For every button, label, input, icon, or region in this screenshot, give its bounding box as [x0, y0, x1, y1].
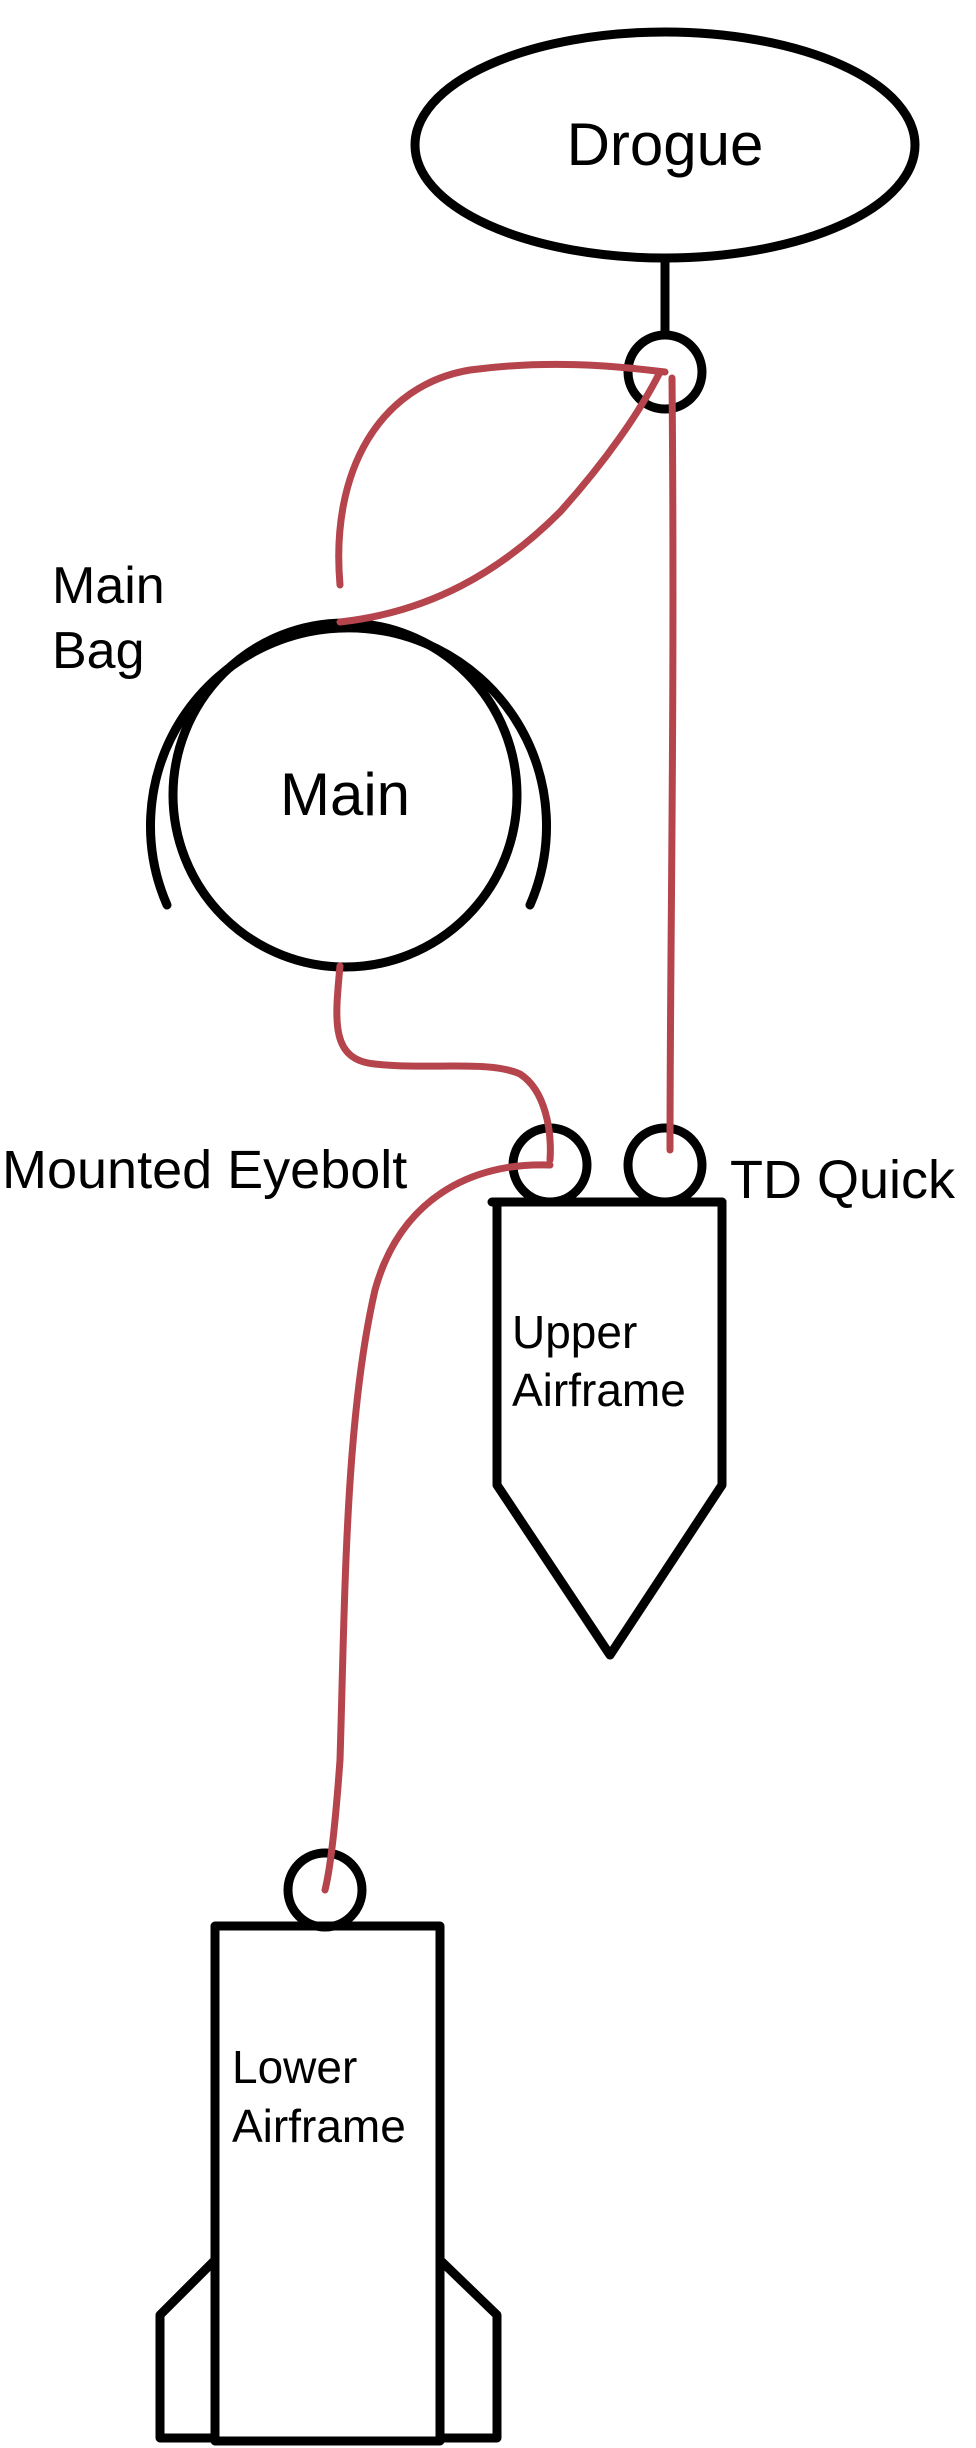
main-label: Main [280, 761, 410, 828]
lower-airframe-fin-left [155, 2255, 220, 2443]
main-bag-label-line1: Main [52, 557, 165, 615]
main-bag-arc [146, 623, 551, 910]
lower-airframe-body [210, 1921, 445, 2446]
shock-cords [321, 360, 677, 1894]
drogue-parachute: Drogue [410, 27, 920, 263]
main-parachute: Main [146, 618, 551, 972]
cord-main-to-mounted-eyebolt [333, 962, 554, 1164]
td-quick-label: TD Quick [730, 1150, 956, 1210]
lower-airframe: Lower Airframe [155, 1848, 502, 2446]
lower-airframe-fin-right [435, 2255, 502, 2443]
drogue-swivel-ring [623, 330, 707, 414]
upper-airframe-label-line2: Airframe [512, 1364, 686, 1416]
upper-airframe: Upper Airframe [487, 1123, 727, 1660]
upper-airframe-body [492, 1197, 727, 1660]
upper-airframe-label-line1: Upper [512, 1306, 637, 1358]
cord-mounted-eyebolt-to-lower-airframe [321, 1161, 554, 1894]
lower-airframe-label-line1: Lower [232, 2041, 357, 2093]
lower-airframe-label-line2: Airframe [232, 2100, 406, 2152]
cord-swivel-to-td-quick [666, 374, 677, 1154]
main-bag-label-line2: Bag [52, 622, 145, 680]
mounted-eyebolt-label: Mounted Eyebolt [2, 1140, 407, 1200]
drogue-label: Drogue [567, 111, 764, 178]
td-quick-link-ring [623, 1123, 707, 1207]
cord-main-top-to-swivel [335, 360, 669, 589]
cord-main-bag-to-swivel [336, 368, 664, 626]
